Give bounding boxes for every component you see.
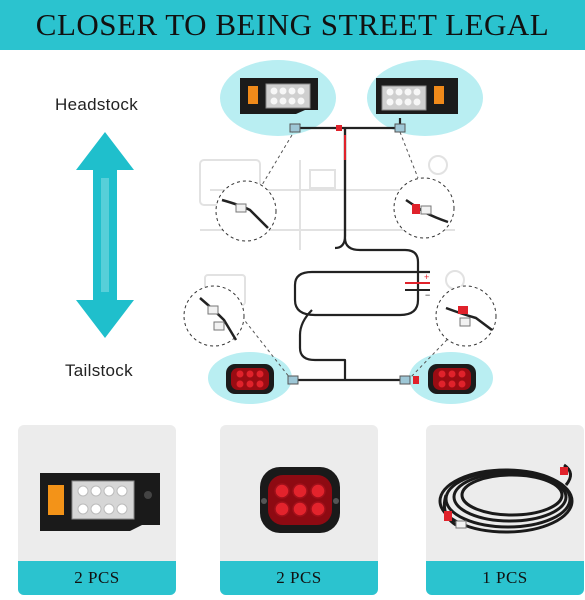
svg-text:−: − bbox=[425, 290, 430, 300]
quantity-ribbon: 1 PCS bbox=[426, 561, 584, 595]
taillight-left-icon bbox=[226, 364, 274, 394]
wire-harness-icon bbox=[438, 463, 574, 534]
title-banner: CLOSER TO BEING STREET LEGAL bbox=[0, 0, 585, 50]
callout-lines bbox=[237, 131, 469, 379]
quantity-label: 2 PCS bbox=[276, 568, 322, 587]
quantity-label: 2 PCS bbox=[74, 568, 120, 587]
double-arrow-icon bbox=[76, 132, 134, 338]
battery-lead-icon: + − bbox=[405, 272, 430, 300]
wiring-diagram: + − bbox=[76, 60, 497, 404]
tailstock-label: Tailstock bbox=[65, 361, 133, 380]
headstock-label: Headstock bbox=[55, 95, 139, 114]
product-card-taillight: 2 PCS bbox=[220, 425, 378, 595]
page-title: CLOSER TO BEING STREET LEGAL bbox=[35, 7, 550, 42]
connector-detail-circle bbox=[393, 177, 455, 239]
quantity-ribbon: 2 PCS bbox=[18, 561, 176, 595]
product-card-headlight: 2 PCS bbox=[18, 425, 176, 595]
wire-harness-path bbox=[291, 118, 430, 382]
headlight-left-icon bbox=[240, 78, 318, 114]
product-card-wire-harness: 1 PCS bbox=[426, 425, 584, 595]
connector-detail-circle bbox=[435, 285, 497, 347]
svg-text:+: + bbox=[424, 272, 429, 282]
headlight-icon bbox=[40, 473, 160, 531]
connector-red-icon bbox=[413, 376, 419, 384]
connector-red-icon bbox=[336, 125, 342, 131]
connector-detail-circle bbox=[215, 180, 277, 242]
quantity-label: 1 PCS bbox=[482, 568, 528, 587]
taillight-right-icon bbox=[428, 364, 476, 394]
taillight-icon bbox=[260, 467, 340, 533]
connector-icon bbox=[287, 123, 411, 385]
headlight-right-icon bbox=[376, 78, 458, 114]
quantity-ribbon: 2 PCS bbox=[220, 561, 378, 595]
connector-detail-circle bbox=[183, 285, 245, 347]
